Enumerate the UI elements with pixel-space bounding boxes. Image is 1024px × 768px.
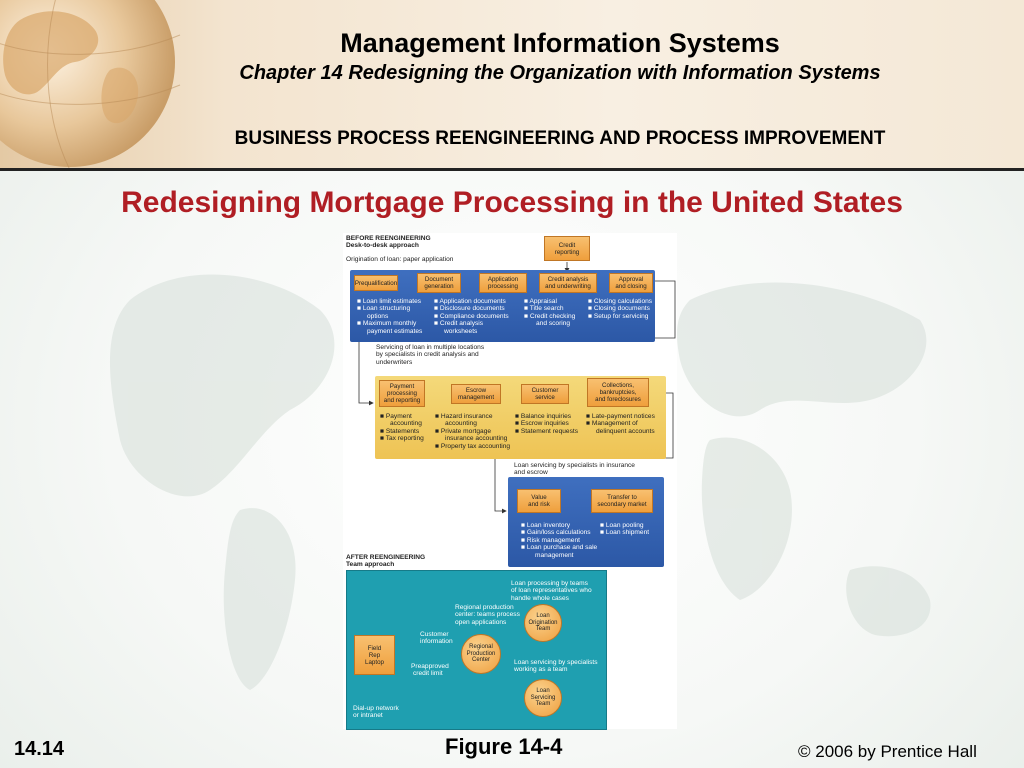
loan-servicing-label: Loan servicing by specialists in insuran… xyxy=(514,462,635,477)
bullet-item: ■ Compliance documents xyxy=(434,312,509,320)
bullet-item: ■ Application documents xyxy=(434,298,506,305)
step-value-risk: Value and risk xyxy=(517,489,561,513)
bullet-item: accounting xyxy=(445,420,477,428)
slide-header: Management Information Systems Chapter 1… xyxy=(0,0,1024,168)
world-map-background xyxy=(110,274,931,690)
loan-origination-team-node: Loan Origination Team xyxy=(524,604,562,642)
bullet-item: ■ Credit checking xyxy=(524,312,576,320)
step-prequalification: Prequalification xyxy=(354,275,398,291)
bullet-item: ■ Loan purchase and sale xyxy=(521,544,598,552)
book-title: Management Information Systems xyxy=(340,28,780,58)
bullet-item: ■ Loan inventory xyxy=(521,522,571,529)
step-transfer-secondary-market: Transfer to secondary market xyxy=(591,489,653,513)
figure-label: Figure 14-4 xyxy=(445,734,563,759)
slide-number: 14.14 xyxy=(14,738,65,760)
section-title: BUSINESS PROCESS REENGINEERING AND PROCE… xyxy=(234,128,886,149)
regional-center-label: Regional production center: teams proces… xyxy=(455,604,520,626)
bullet-item: ■ Setup for servicing xyxy=(588,312,649,320)
bullet-item: ■ Maximum monthly xyxy=(357,320,417,328)
bullet-item: ■ Closing calculations xyxy=(588,298,653,305)
header-divider xyxy=(0,168,1024,171)
bullet-item: worksheets xyxy=(444,327,478,335)
credit-reporting-box: Credit reporting xyxy=(544,236,590,261)
bullet-item: ■ Closing documents xyxy=(588,305,650,313)
stage3-bullets-col2: ■ Loan pooling ■ Loan shipment xyxy=(600,522,649,537)
stage1-bullets-col2: ■ Application documents ■ Disclosure doc… xyxy=(434,298,509,335)
after-title: AFTER REENGINEERING xyxy=(346,554,426,561)
bullet-item: ■ Statements xyxy=(380,427,420,435)
bullet-item: ■ Management of xyxy=(586,420,638,428)
loan-processing-label: Loan processing by teams of loan represe… xyxy=(511,580,592,602)
origination-label: Origination of loan: paper application xyxy=(346,256,454,263)
step-approval-closing: Approval and closing xyxy=(609,273,653,293)
slide-title: Redesigning Mortgage Processing in the U… xyxy=(121,186,903,219)
bullet-item: ■ Gain/loss calculations xyxy=(521,529,591,537)
servicing-label: Servicing of loan in multiple locations … xyxy=(376,344,485,366)
bullet-item: ■ Hazard insurance xyxy=(435,413,493,420)
bullet-item: ■ Payment xyxy=(380,413,412,420)
bullet-item: ■ Late-payment notices xyxy=(586,413,655,420)
step-collections: Collections, bankruptcies, and foreclosu… xyxy=(587,378,649,407)
before-title: BEFORE REENGINEERING xyxy=(346,235,431,242)
bullet-item: ■ Private mortgage xyxy=(435,427,492,435)
bullet-item: insurance accounting xyxy=(445,435,508,443)
bullet-item: payment estimates xyxy=(367,327,423,335)
stage1-bullets-col1: ■ Loan limit estimates ■ Loan structurin… xyxy=(357,298,422,335)
figure-14-4-diagram: BEFORE REENGINEERING Desk-to-desk approa… xyxy=(343,233,677,730)
bullet-item: delinquent accounts xyxy=(596,427,655,435)
step-application-processing: Application processing xyxy=(479,273,527,293)
bullet-item: ■ Risk management xyxy=(521,536,580,544)
bullet-item: options xyxy=(367,312,389,320)
bullet-item: ■ Tax reporting xyxy=(380,435,424,443)
bullet-item: accounting xyxy=(390,420,422,428)
dialup-label: Dial-up network or intranet xyxy=(353,705,399,720)
step-escrow-management: Escrow management xyxy=(451,384,501,404)
stage2-bullets-col4: ■ Late-payment notices ■ Management of d… xyxy=(586,413,655,435)
bullet-item: management xyxy=(535,551,574,559)
bullet-item: ■ Loan structuring xyxy=(357,305,411,313)
bullet-item: ■ Loan limit estimates xyxy=(357,298,422,305)
regional-production-center-node: Regional Production Center xyxy=(461,634,501,674)
loan-servicing-team-node: Loan Servicing Team xyxy=(524,679,562,717)
step-document-generation: Document generation xyxy=(417,273,461,293)
bullet-item: ■ Loan pooling xyxy=(600,522,644,529)
bullet-item: and scoring xyxy=(536,320,571,328)
stage1-bullets-col3: ■ Appraisal ■ Title search ■ Credit chec… xyxy=(524,298,575,328)
after-subtitle: Team approach xyxy=(346,561,395,568)
step-customer-service: Customer service xyxy=(521,384,569,404)
stage2-bullets-col1: ■ Payment accounting ■ Statements ■ Tax … xyxy=(380,413,424,443)
customer-information-label: Customer information xyxy=(420,631,453,646)
before-subtitle: Desk-to-desk approach xyxy=(346,242,419,249)
bullet-item: ■ Title search xyxy=(524,305,564,313)
field-rep-laptop-box: Field Rep Laptop xyxy=(354,635,395,675)
bullet-item: ■ Statement requests xyxy=(515,427,579,435)
stage1-bullets-col4: ■ Closing calculations ■ Closing documen… xyxy=(588,298,652,320)
bullet-item: ■ Appraisal xyxy=(524,298,557,305)
loan-servicing-team-label: Loan servicing by specialists working as… xyxy=(514,659,598,674)
bullet-item: ■ Property tax accounting xyxy=(435,442,511,450)
bullet-item: ■ Loan shipment xyxy=(600,529,650,537)
bullet-item: ■ Escrow inquiries xyxy=(515,420,569,428)
bullet-item: ■ Balance inquiries xyxy=(515,413,572,420)
stage2-bullets-col3: ■ Balance inquiries ■ Escrow inquiries ■… xyxy=(515,413,578,435)
preapproved-label: Preapproved credit limit xyxy=(411,663,449,678)
globe-icon xyxy=(0,0,181,168)
stage2-bullets-col2: ■ Hazard insurance accounting ■ Private … xyxy=(435,413,510,450)
copyright-notice: © 2006 by Prentice Hall xyxy=(798,742,977,761)
step-payment-processing: Payment processing and reporting xyxy=(379,380,425,407)
step-credit-analysis: Credit analysis and underwriting xyxy=(539,273,597,293)
stage3-bullets-col1: ■ Loan inventory ■ Gain/loss calculation… xyxy=(521,522,597,559)
bullet-item: ■ Credit analysis xyxy=(434,320,484,328)
bullet-item: ■ Disclosure documents xyxy=(434,305,505,313)
chapter-title: Chapter 14 Redesigning the Organization … xyxy=(239,62,881,84)
